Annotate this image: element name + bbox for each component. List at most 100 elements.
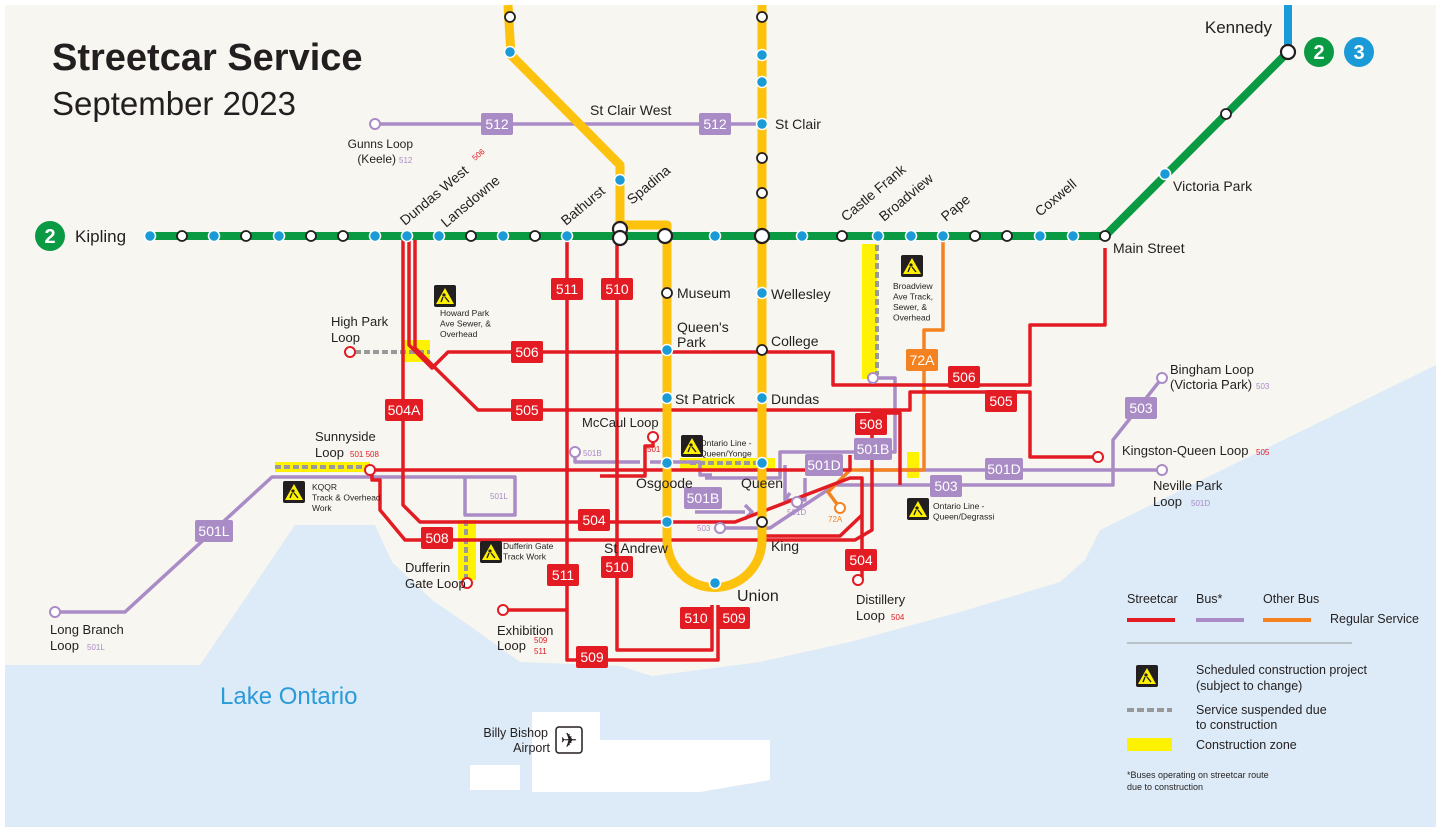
loops-bingham-1-label: Bingham Loop — [1170, 362, 1254, 377]
accessible-station-icon — [660, 515, 674, 529]
construction-queen-degrassi-0-label: Ontario Line - — [933, 501, 985, 511]
accessible-station-icon — [755, 117, 769, 131]
loop-terminus-marker — [49, 606, 61, 618]
loops-distillery-2-label: Loop — [856, 608, 885, 623]
loops-mccaul-route-label: 501 — [647, 445, 661, 454]
accessible-station-icon — [755, 456, 769, 470]
svg-text:✈: ✈ — [561, 730, 578, 752]
loops-dufferin-2-label: Gate Loop — [405, 576, 466, 591]
route-badge-510: 510 — [680, 607, 712, 629]
stations-queens-park-1-label: Queen's — [677, 319, 729, 335]
stations-queen-label: Queen — [741, 475, 783, 491]
airport-line1-label: Billy Bishop — [483, 726, 548, 740]
accessible-station-icon — [1158, 167, 1172, 181]
loops-exhibition-1-label: Exhibition — [497, 623, 553, 638]
route-badge-503: 503 — [930, 475, 962, 497]
station-marker — [969, 230, 981, 242]
station-marker — [240, 230, 252, 242]
stations-queens-park-2-label: Park — [677, 334, 707, 350]
stations-dundas-label: Dundas — [771, 391, 819, 407]
loop-terminus-marker — [1156, 372, 1168, 384]
route-501b-east-line — [705, 376, 897, 480]
accessible-station-icon — [207, 229, 221, 243]
pier — [470, 765, 520, 790]
airport-line2-label: Airport — [513, 741, 550, 755]
route-tags-t501b-label: 501B — [583, 449, 602, 458]
station-marker — [504, 11, 516, 23]
loop-terminus-marker — [714, 522, 726, 534]
station-marker — [756, 344, 768, 356]
loops-neville-2-label: Loop — [1153, 494, 1182, 509]
accessible-station-icon — [496, 229, 510, 243]
route-501l-line — [55, 475, 517, 614]
loops-long-branch-2-label: Loop — [50, 638, 79, 653]
legend-construction-text: (subject to change) — [1196, 679, 1302, 693]
airport-island — [532, 712, 770, 792]
route-tags-t501d-label: 501D — [787, 508, 806, 517]
construction-kqqr-2-label: Work — [312, 503, 332, 513]
interchange-station-marker — [611, 229, 629, 247]
loops-gunns-route-label: 512 — [399, 156, 413, 165]
construction-kqqr-0-label: KQQR — [312, 482, 337, 492]
legend: Streetcar Bus* Other Bus Regular Service… — [1127, 592, 1419, 792]
route-badge-label: 503 — [934, 478, 958, 494]
route-badge-label: 512 — [485, 116, 509, 132]
route-badge-label: 508 — [425, 530, 449, 546]
station-marker — [756, 187, 768, 199]
accessible-station-icon — [368, 229, 382, 243]
loop-terminus-marker — [364, 464, 376, 476]
map-title: Streetcar Service — [52, 37, 363, 79]
construction-warning-icon — [907, 498, 929, 520]
accessible-station-icon — [560, 229, 574, 243]
accessible-station-icon — [1033, 229, 1047, 243]
route-badge-label: 501B — [857, 441, 890, 457]
construction-queen-yonge-0-label: Ontario Line - — [700, 438, 752, 448]
station-marker — [529, 230, 541, 242]
construction-broadview-3-label: Overhead — [893, 313, 931, 323]
line-2-bullet-kipling: 2 — [35, 221, 65, 251]
accessible-station-icon — [871, 229, 885, 243]
loop-terminus-marker — [1092, 451, 1104, 463]
station-marker — [305, 230, 317, 242]
route-badge-label: 511 — [552, 567, 575, 583]
route-504-king-line — [762, 513, 864, 538]
line-3-bullet-kennedy: 3 — [1344, 37, 1374, 67]
accessible-station-icon — [143, 229, 157, 243]
line-2-bullet-kennedy: 2 — [1304, 37, 1334, 67]
loops-gunns-1-label: Gunns Loop — [348, 137, 414, 151]
station-marker — [1220, 108, 1232, 120]
lake-water — [5, 365, 1436, 827]
accessible-station-icon — [432, 229, 446, 243]
construction-warning-icon — [434, 285, 456, 307]
loops-exhibition-2-label: Loop — [497, 638, 526, 653]
legend-bus-label: Bus* — [1196, 592, 1223, 606]
loops-high-park-2-label: Loop — [331, 330, 360, 345]
construction-kqqr-1-label: Track & Overhead — [312, 493, 381, 503]
construction-broadview-0-label: Broadview — [893, 281, 934, 291]
route-badge-label: 508 — [859, 416, 883, 432]
legend-zone-text: Construction zone — [1196, 738, 1297, 752]
loops-bingham-2-label: (Victoria Park) — [1170, 377, 1252, 392]
route-badge-label: 511 — [556, 281, 579, 297]
accessible-station-icon — [1066, 229, 1080, 243]
construction-howard-park-1-label: Ave Sewer, & — [440, 319, 491, 329]
accessible-station-icon — [660, 391, 674, 405]
construction-dufferin-gate-1-label: Track Work — [503, 552, 547, 562]
route-tags-t503-label: 503 — [697, 524, 711, 533]
accessible-station-icon — [755, 48, 769, 62]
construction-howard-park-0-label: Howard Park — [440, 308, 490, 318]
accessible-station-icon — [755, 391, 769, 405]
loop-terminus-marker — [344, 346, 356, 358]
station-marker — [756, 152, 768, 164]
loops-neville-1-label: Neville Park — [1153, 478, 1223, 493]
accessible-station-icon — [755, 75, 769, 89]
route-badge-label: 501B — [687, 490, 720, 506]
accessible-station-icon — [503, 45, 517, 59]
accessible-station-icon — [755, 286, 769, 300]
route-badge-512: 512 — [481, 113, 513, 135]
construction-warning-icon — [480, 541, 502, 563]
station-marker — [465, 230, 477, 242]
route-badge-510: 510 — [601, 278, 633, 300]
route-badge-label: 510 — [684, 610, 708, 626]
